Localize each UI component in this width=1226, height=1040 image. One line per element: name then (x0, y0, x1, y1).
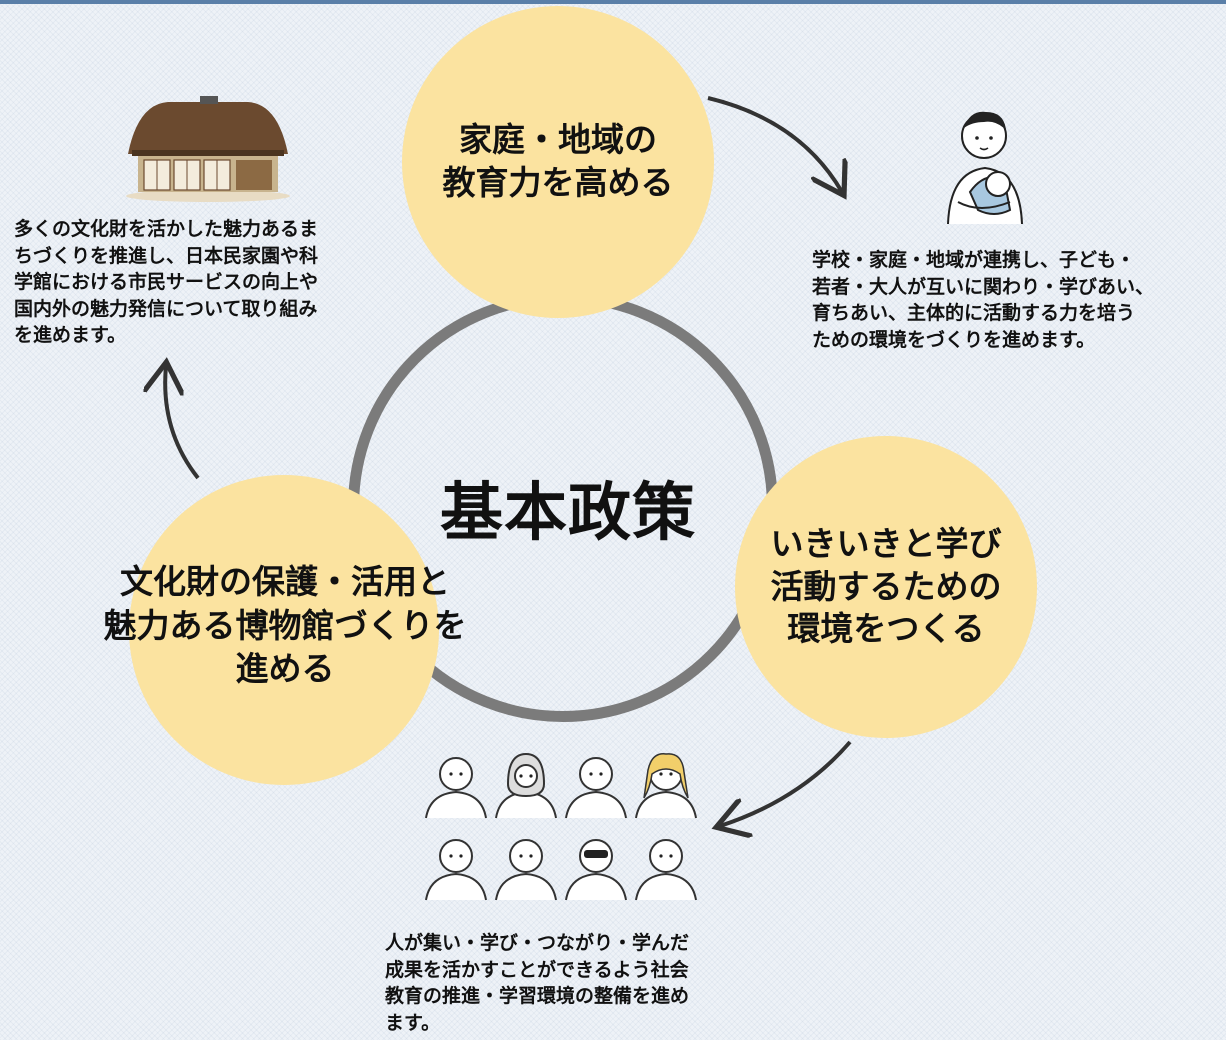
arrow-left-to-top (165, 366, 200, 480)
group-of-people-icon (425, 752, 697, 901)
policy-label-learning-environment: いきいきと学び 活動するための 環境をつくる (770, 523, 1002, 649)
policy-bubble-learning-environment: いきいきと学び 活動するための 環境をつくる (735, 436, 1037, 738)
policy-bubble-cultural-properties (129, 475, 439, 785)
center-title: 基本政策 (440, 476, 696, 549)
arrow-top-to-right (707, 96, 842, 192)
policy-bubble-family-community: 家庭・地域の 教育力を高める (402, 6, 714, 318)
policy-label-family-community: 家庭・地域の 教育力を高める (442, 120, 674, 202)
description-family-community: 学校・家庭・地域が連携し、子ども・ 若者・大人が互いに関わり・学びあい、 育ちあ… (812, 249, 1155, 351)
policy-label-cultural-properties: 文化財の保護・活用と 魅力ある博物館づくりを 進める (103, 562, 467, 689)
parent-with-baby-icon (947, 111, 1023, 225)
top-border (0, 0, 1226, 4)
arrow-right-to-bottom (720, 740, 852, 826)
description-learning-environment: 人が集い・学び・つながり・学んだ 成果を活かすことができるよう社会 教育の推進・… (385, 932, 690, 1034)
traditional-house-icon (126, 96, 290, 202)
description-cultural-properties: 多くの文化財を活かした魅力あるま ちづくりを推進し、日本民家園や科 学館における… (14, 218, 319, 347)
